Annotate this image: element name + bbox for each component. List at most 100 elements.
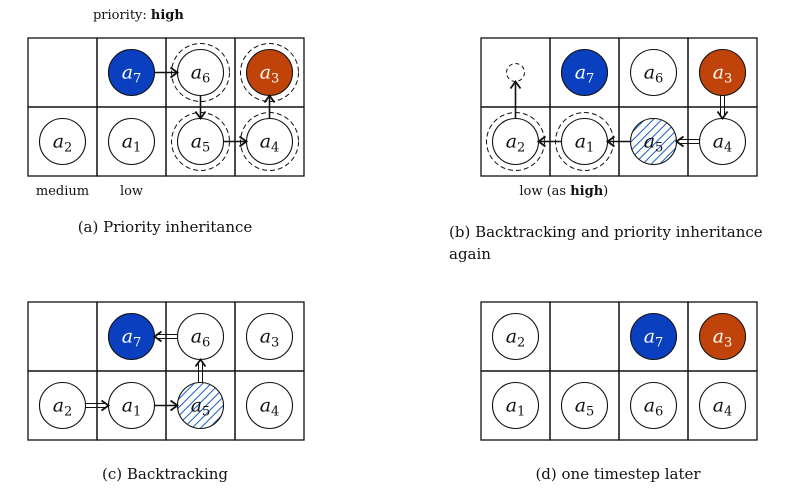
- annotation: low: [120, 184, 143, 199]
- agent-a7: a7: [560, 48, 609, 97]
- annotation: priority: high: [93, 8, 184, 23]
- agent-circle: [629, 381, 678, 430]
- ghost-circle: [506, 63, 525, 82]
- agent-subscript: 5: [202, 141, 210, 156]
- agent-circle: [629, 312, 678, 361]
- agent-a3: a3: [698, 312, 747, 361]
- agent-a4: a4: [245, 381, 294, 430]
- arrow-head: [169, 399, 180, 412]
- arrow-a3-to-a4: [716, 95, 729, 121]
- agent-a6: a6: [629, 381, 678, 430]
- agent-a3: a3: [245, 312, 294, 361]
- arrow-head: [194, 110, 207, 121]
- agent-a7: a7: [107, 312, 156, 361]
- agent-subscript: 2: [517, 141, 525, 156]
- agent-subscript: 1: [517, 405, 525, 420]
- agent-circle: [245, 312, 294, 361]
- annotation-text: low: [120, 184, 143, 199]
- agent-subscript: 6: [655, 405, 663, 420]
- arrow-head: [716, 110, 729, 121]
- agent-a5: a5: [629, 117, 678, 166]
- arrow-head: [263, 93, 276, 104]
- agent-subscript: 5: [655, 141, 663, 156]
- agent-subscript: 2: [517, 336, 525, 351]
- arrow-a1-to-a5: [154, 399, 180, 412]
- agent-circle: [38, 117, 87, 166]
- agent-subscript: 1: [586, 141, 594, 156]
- arrow-head: [169, 66, 180, 79]
- grid-cell: [234, 370, 305, 441]
- annotation-bold: high: [151, 8, 184, 23]
- ghost-target: [506, 63, 525, 82]
- agent-a4: a4: [240, 112, 299, 171]
- agent-subscript: 5: [202, 405, 210, 420]
- agent-circle: [629, 48, 678, 97]
- annotation-tail: ): [603, 184, 608, 199]
- agent-subscript: 3: [271, 336, 279, 351]
- arrow-a4-to-a3: [263, 93, 276, 119]
- caption-c: (c) Backtracking: [102, 465, 228, 483]
- arrow-a6-to-a5: [194, 95, 207, 121]
- agent-a3: a3: [698, 48, 747, 97]
- annotation-bold: high: [570, 184, 603, 199]
- agent-circle: [245, 381, 294, 430]
- arrow-a7-to-a6: [154, 66, 180, 79]
- agent-circle: [491, 312, 540, 361]
- agent-subscript: 6: [202, 72, 210, 87]
- agent-subscript: 4: [724, 141, 732, 156]
- agent-a3: a3: [240, 43, 299, 102]
- caption-a: (a) Priority inheritance: [78, 218, 253, 236]
- agent-subscript: 3: [724, 72, 732, 87]
- arrow-head: [100, 399, 111, 412]
- agent-a1: a1: [555, 112, 614, 171]
- agent-subscript: 2: [64, 405, 72, 420]
- arrow-a4-to-a5: [674, 135, 700, 148]
- arrow-head: [509, 79, 522, 90]
- arrow-head: [152, 330, 163, 343]
- agent-a2: a2: [38, 381, 87, 430]
- agent-circle: [560, 48, 609, 97]
- agent-subscript: 3: [271, 72, 279, 87]
- agent-subscript: 1: [133, 405, 141, 420]
- agent-a2: a2: [486, 112, 545, 171]
- agent-subscript: 4: [271, 405, 279, 420]
- agent-subscript: 7: [133, 336, 141, 351]
- agent-a7: a7: [629, 312, 678, 361]
- annotation: medium: [36, 184, 89, 199]
- agent-a2: a2: [491, 312, 540, 361]
- agent-a6: a6: [629, 48, 678, 97]
- grid-cell: [687, 370, 758, 441]
- agent-subscript: 3: [724, 336, 732, 351]
- agent-a5: a5: [171, 112, 230, 171]
- agent-subscript: 4: [271, 141, 279, 156]
- agent-circle: [698, 312, 747, 361]
- agent-a1: a1: [107, 117, 156, 166]
- grid-cell: [549, 301, 620, 372]
- agent-a5: a5: [176, 381, 225, 430]
- agent-a4: a4: [698, 117, 747, 166]
- arrow-head: [536, 135, 547, 148]
- agent-a7: a7: [107, 48, 156, 97]
- agent-a6: a6: [171, 43, 230, 102]
- agent-a2: a2: [38, 117, 87, 166]
- agent-subscript: 2: [64, 141, 72, 156]
- annotation-text: medium: [36, 184, 89, 199]
- agent-subscript: 7: [655, 336, 663, 351]
- agent-a5: a5: [560, 381, 609, 430]
- agent-circle: [698, 381, 747, 430]
- agent-a4: a4: [698, 381, 747, 430]
- caption-b: (b) Backtracking and priority inheritanc…: [449, 223, 763, 263]
- caption-line: (b) Backtracking and priority inheritanc…: [449, 223, 763, 241]
- agent-subscript: 7: [133, 72, 141, 87]
- arrow-a2-to-a1: [85, 399, 111, 412]
- agent-subscript: 1: [133, 141, 141, 156]
- arrow-head: [674, 135, 685, 148]
- agent-subscript: 6: [655, 72, 663, 87]
- agent-subscript: 7: [586, 72, 594, 87]
- arrow-head: [238, 135, 249, 148]
